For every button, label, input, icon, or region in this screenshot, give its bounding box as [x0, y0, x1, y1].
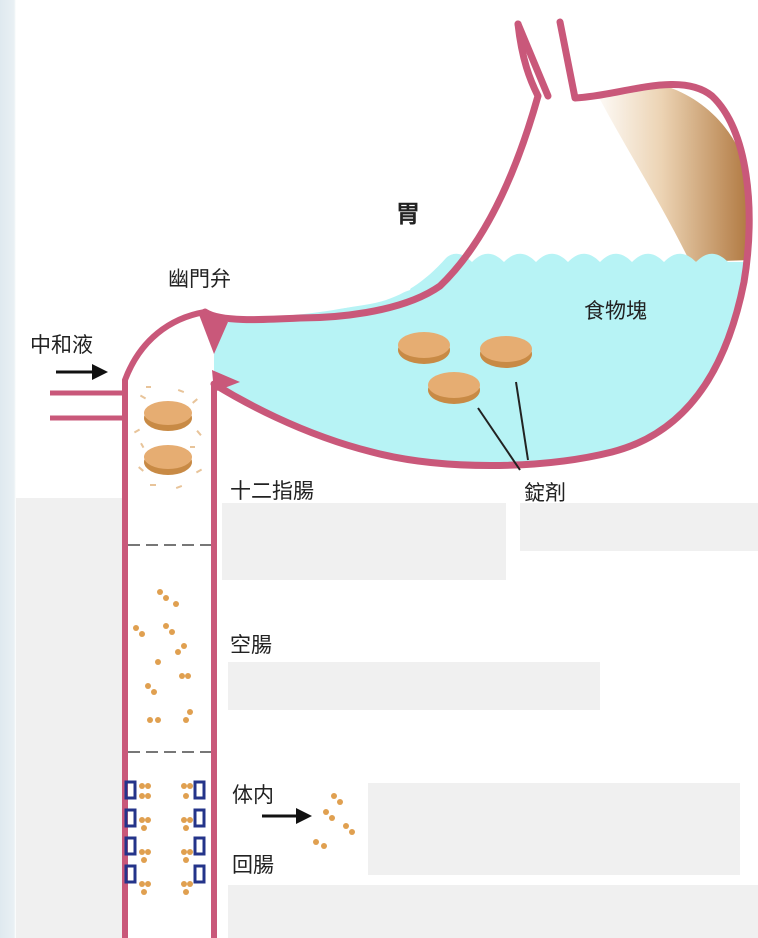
- label-into-body: 体内: [232, 783, 274, 807]
- annotation-box-absorption: [368, 783, 740, 875]
- annotation-box-ileum: [228, 885, 758, 938]
- label-tablet: 錠剤: [524, 481, 566, 505]
- tablet-3: [428, 372, 480, 404]
- disintegrating-tablet-1: [144, 401, 192, 431]
- annotation-box-tablet: [520, 503, 758, 551]
- gastric-fluid: [214, 254, 758, 480]
- tablet-2: [480, 336, 532, 368]
- left-side-panel: [16, 498, 124, 938]
- label-stomach: 胃: [396, 200, 420, 228]
- annotation-box-jejunum: [228, 662, 600, 710]
- drug-particles-jejunum: [133, 589, 193, 723]
- tablet-1: [398, 332, 450, 364]
- label-food-mass: 食物塊: [584, 299, 647, 323]
- annotation-box-duodenum: [222, 503, 506, 580]
- absorption-sites-right: [195, 782, 204, 882]
- label-jejunum: 空腸: [230, 633, 272, 657]
- label-ileum: 回腸: [232, 853, 274, 877]
- drug-particles-ileum: [139, 783, 193, 895]
- food-mass-shade: [590, 78, 750, 262]
- label-pyloric-valve: 幽門弁: [168, 267, 231, 291]
- right-arrow-icon: [56, 364, 108, 380]
- label-duodenum: 十二指腸: [230, 479, 314, 503]
- label-neutralizing-fluid: 中和液: [30, 333, 93, 357]
- disintegrating-tablet-2: [144, 445, 192, 475]
